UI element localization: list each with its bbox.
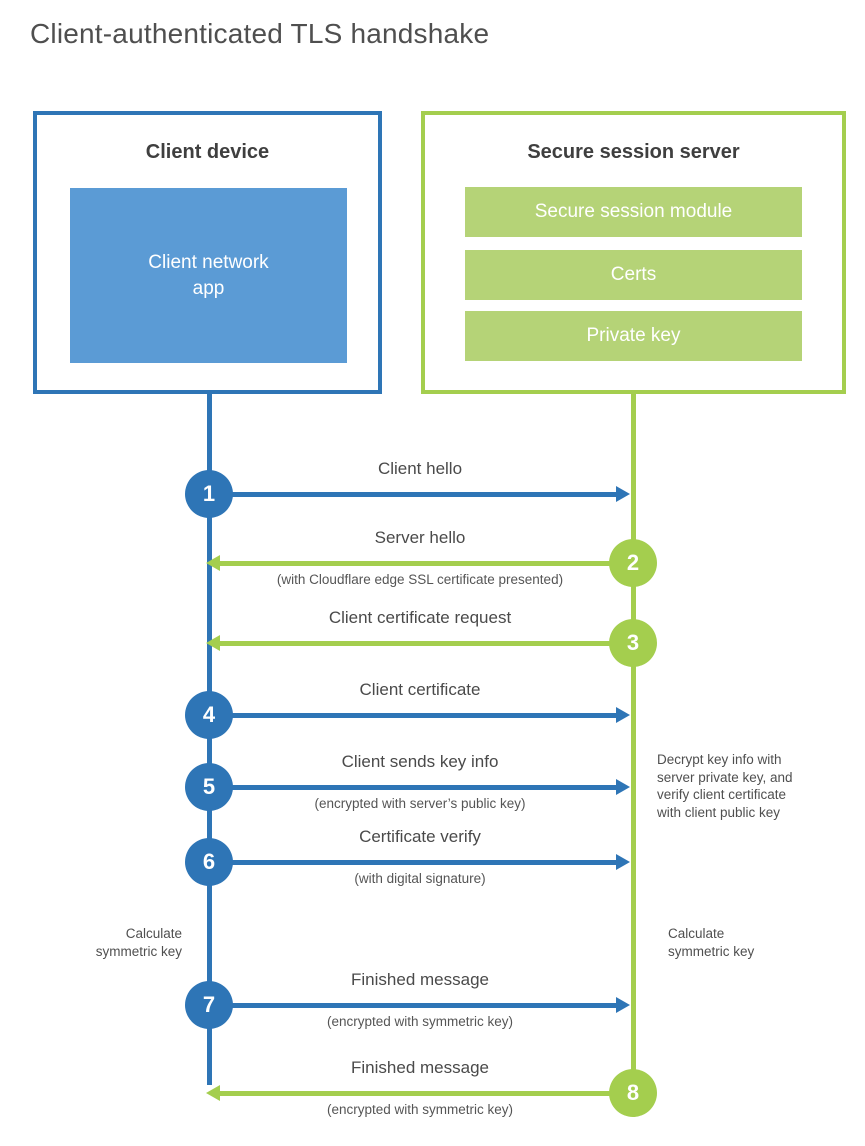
client-device-box: Client device Client network app bbox=[33, 111, 382, 394]
step-circle: 2 bbox=[609, 539, 657, 587]
step-arrow-line bbox=[220, 641, 611, 646]
step-arrow-line bbox=[220, 1091, 611, 1096]
step-circle: 3 bbox=[609, 619, 657, 667]
arrow-right-icon bbox=[616, 854, 630, 870]
step-label: Finished message bbox=[351, 1058, 489, 1077]
note-calc-symmetric-key-client: Calculate symmetric key bbox=[95, 926, 182, 959]
arrow-left-icon bbox=[206, 635, 220, 651]
step-label: Client certificate bbox=[359, 680, 481, 699]
step-label: Client sends key info bbox=[341, 752, 499, 771]
note-calc-symmetric-key-server: Calculate symmetric key bbox=[668, 926, 755, 959]
step-label: Server hello bbox=[374, 528, 466, 547]
step-number: 5 bbox=[202, 774, 216, 799]
client-network-app-box: Client network app bbox=[70, 188, 347, 363]
step-circle: 5 bbox=[185, 763, 233, 811]
step-number: 4 bbox=[202, 702, 216, 727]
step-label: Certificate verify bbox=[359, 827, 481, 846]
server-module-label: Certs bbox=[610, 264, 657, 285]
page-title: Client-authenticated TLS handshake bbox=[30, 18, 490, 49]
step-arrow-line bbox=[230, 1003, 616, 1008]
server-module-label: Private key bbox=[586, 325, 681, 346]
server-module-label: Secure session module bbox=[534, 201, 733, 222]
arrow-right-icon bbox=[616, 707, 630, 723]
server-timeline-line bbox=[631, 390, 636, 1105]
step-circle: 1 bbox=[185, 470, 233, 518]
step-circle: 6 bbox=[185, 838, 233, 886]
client-device-title: Client device bbox=[145, 141, 270, 163]
arrow-right-icon bbox=[616, 779, 630, 795]
step-circle: 4 bbox=[185, 691, 233, 739]
client-network-app-label: Client network app bbox=[148, 251, 269, 299]
step-sublabel: (encrypted with server’s public key) bbox=[314, 796, 526, 811]
step-number: 8 bbox=[626, 1080, 640, 1105]
step-number: 3 bbox=[626, 630, 640, 655]
step-label: Client certificate request bbox=[328, 608, 512, 627]
step-sublabel: (with digital signature) bbox=[354, 871, 486, 886]
step-arrow-line bbox=[220, 561, 611, 566]
step-arrow-line bbox=[230, 713, 616, 718]
step-number: 7 bbox=[202, 992, 216, 1017]
step-number: 2 bbox=[626, 550, 640, 575]
step-number: 6 bbox=[202, 849, 216, 874]
arrow-right-icon bbox=[616, 486, 630, 502]
step-circle: 8 bbox=[609, 1069, 657, 1117]
note-decrypt-key-info: Decrypt key info with server private key… bbox=[657, 752, 793, 820]
step-sublabel: (with Cloudflare edge SSL certificate pr… bbox=[276, 572, 564, 587]
step-label: Client hello bbox=[377, 459, 463, 478]
server-module-bar: Private key bbox=[465, 311, 802, 361]
server-title: Secure session server bbox=[527, 141, 740, 163]
arrow-left-icon bbox=[206, 1085, 220, 1101]
server-box: Secure session server Secure session mod… bbox=[421, 111, 846, 394]
server-module-bar: Secure session module bbox=[465, 187, 802, 237]
step-arrow-line bbox=[230, 492, 616, 497]
step-arrow-line bbox=[230, 785, 616, 790]
server-module-bar: Certs bbox=[465, 250, 802, 300]
step-circle: 7 bbox=[185, 981, 233, 1029]
arrow-right-icon bbox=[616, 997, 630, 1013]
arrow-left-icon bbox=[206, 555, 220, 571]
step-label: Finished message bbox=[351, 970, 489, 989]
step-arrow-line bbox=[230, 860, 616, 865]
step-sublabel: (encrypted with symmetric key) bbox=[326, 1014, 514, 1029]
step-number: 1 bbox=[202, 481, 216, 506]
step-sublabel: (encrypted with symmetric key) bbox=[326, 1102, 514, 1117]
